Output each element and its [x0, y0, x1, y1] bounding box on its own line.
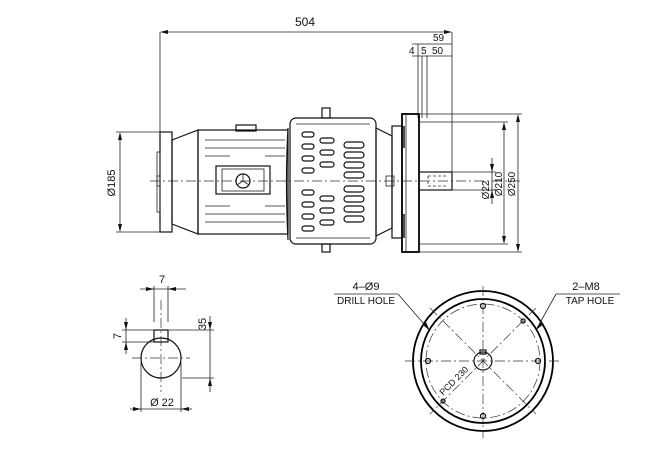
output-shaft [418, 171, 453, 191]
vent-slots-left [301, 131, 315, 232]
dim-35-label: 35 [197, 318, 209, 330]
drill-spec-label: 4–Ø9 [353, 281, 380, 293]
drill-hole-callout: 4–Ø9 DRILL HOLE [334, 281, 431, 332]
drill-hole-label: DRILL HOLE [337, 296, 395, 307]
dim-key-width-label: 7 [159, 274, 165, 286]
dim-210-label: Ø210 [494, 171, 505, 196]
dim-250-label: Ø250 [507, 171, 518, 196]
shaft-circle [140, 337, 182, 379]
dim-right-diameters: Ø22 Ø210 Ø250 [419, 113, 522, 253]
shaft-section-view: 7 7 35 Ø 22 [112, 274, 214, 412]
dim-59-label: 59 [433, 33, 445, 44]
dim-shaft-stack: 59 4 5 50 [409, 33, 452, 118]
tap-hole-label: TAP HOLE [566, 296, 615, 307]
tap-spec-label: 2–M8 [572, 281, 600, 293]
dim-22-label: Ø22 [481, 180, 492, 199]
dim-4-label: 4 [409, 46, 415, 57]
output-collar [375, 125, 403, 239]
flange-face-view: 4–Ø9 DRILL HOLE 2–M8 TAP HOLE PCD 230 [334, 281, 620, 438]
gear-housing [285, 107, 377, 253]
dim-50-label: 50 [432, 46, 444, 57]
output-flange [401, 113, 420, 253]
flange-shaft-circle [473, 351, 493, 371]
dim-overall-length: 50 4 [159, 15, 453, 182]
shaft-key [153, 329, 169, 343]
dim-185-label: Ø185 [106, 170, 118, 197]
motor-body [197, 124, 289, 235]
side-view: 50 4 59 4 5 50 Ø185 [106, 15, 522, 253]
dim-5-label: 5 [421, 46, 427, 57]
dim-motor-diameter: Ø185 [106, 131, 168, 233]
dim-key-height-label: 7 [112, 333, 124, 339]
pcd-label: PCD 230 [437, 364, 470, 397]
vent-slots-right [343, 141, 365, 223]
vent-slots-middle [319, 137, 335, 226]
motor-fan-cover [156, 129, 199, 235]
dim-504-label: 504 [295, 15, 315, 29]
tap-hole-callout: 2–M8 TAP HOLE [535, 281, 620, 331]
dim-shaft-dia-label: Ø 22 [150, 397, 174, 409]
